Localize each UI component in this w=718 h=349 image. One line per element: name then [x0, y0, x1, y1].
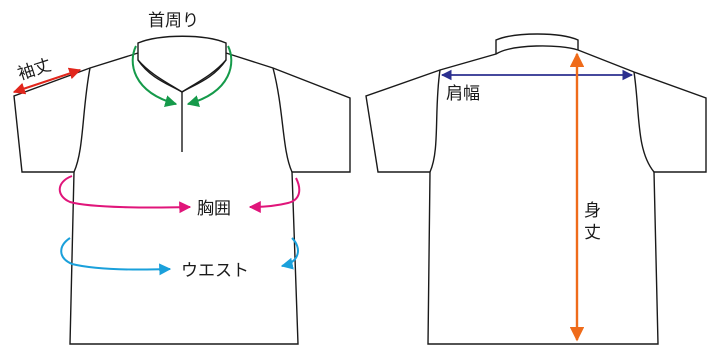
back-body-outline	[365, 45, 707, 345]
back-collar	[495, 33, 579, 54]
front-collar-band	[137, 59, 227, 93]
shoulder-width-label: 肩幅	[446, 84, 480, 104]
body-length-label-top: 身	[584, 201, 601, 221]
back-left-armhole	[429, 69, 441, 173]
chest-arrow-left	[58, 175, 192, 214]
front-left-armhole	[73, 67, 91, 173]
chest-arrow-right	[248, 177, 301, 213]
neck-arrow-left	[131, 45, 178, 107]
front-collar	[137, 35, 227, 93]
waist-arrow-left	[60, 237, 172, 276]
back-shirt	[365, 33, 707, 345]
waist-arrow-right	[280, 237, 299, 270]
front-right-armhole	[272, 67, 293, 173]
sleeve-length-arrow	[12, 67, 82, 95]
neck-arrow-right	[186, 45, 233, 107]
neck-label: 首周り	[148, 11, 199, 31]
body-length-label-bottom: 丈	[584, 223, 601, 243]
waist-label: ウエスト	[181, 261, 249, 281]
back-right-armhole	[633, 71, 655, 173]
chest-label: 胸囲	[197, 199, 231, 219]
